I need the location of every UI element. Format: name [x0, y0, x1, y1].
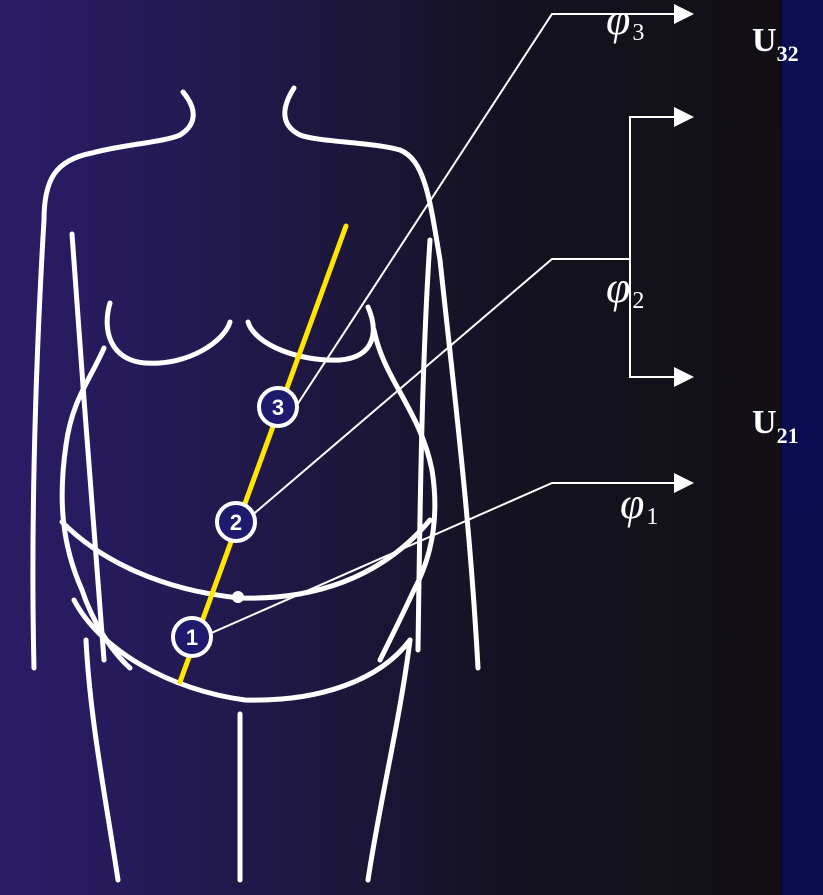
belly-left	[62, 348, 130, 668]
phi2-label: φ2	[606, 262, 644, 315]
electrode-markers: 3 2 1	[173, 388, 297, 656]
electrode-3: 3	[259, 388, 297, 426]
phi2-bracket	[630, 117, 682, 377]
lower-belly	[74, 600, 410, 700]
arrow-phi1	[674, 473, 694, 493]
lead-line-3	[295, 14, 682, 408]
electrode-2: 2	[217, 503, 255, 541]
right-breast	[248, 307, 373, 360]
phi3-label: φ3	[606, 0, 644, 47]
arrow-lower	[674, 367, 694, 387]
neck-right	[285, 88, 400, 150]
electrode-1-label: 1	[186, 625, 198, 650]
leg-left-outer	[86, 640, 118, 880]
arrowheads	[674, 4, 694, 493]
navel-dot	[232, 591, 244, 603]
heart-axis-line	[180, 226, 346, 682]
phi1-label: φ1	[620, 478, 658, 531]
left-breast	[107, 303, 230, 363]
electrode-2-label: 2	[230, 510, 242, 535]
left-arm-inner	[72, 234, 104, 660]
arrow-phi3	[674, 4, 694, 24]
u32-label: U32	[752, 22, 799, 67]
neck-left	[92, 92, 193, 153]
electrode-3-label: 3	[272, 395, 284, 420]
u21-label: U21	[752, 404, 799, 449]
body-silhouette	[33, 88, 478, 880]
lead-wires	[200, 14, 682, 638]
lead-line-1	[200, 483, 682, 638]
electrode-1: 1	[173, 618, 211, 656]
arrow-upper	[674, 107, 694, 127]
leg-right-outer	[368, 640, 410, 880]
